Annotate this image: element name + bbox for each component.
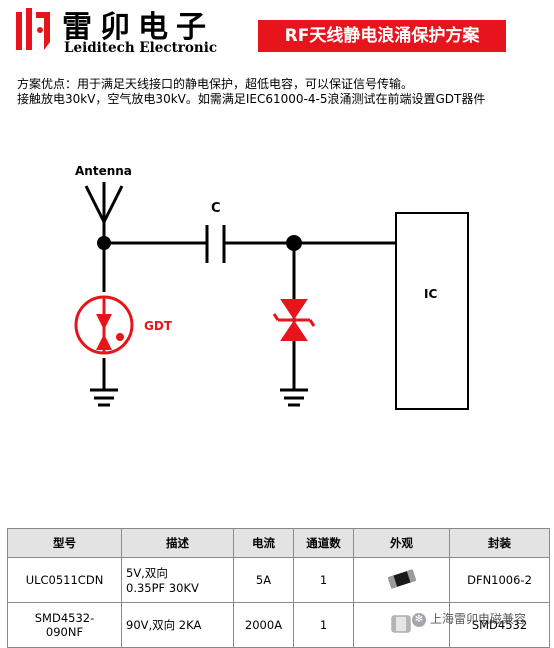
watermark-text: 上海雷卯电磁兼容	[430, 612, 527, 626]
wechat-account-icon: ✻	[412, 612, 426, 627]
watermark: ✻ 上海雷卯电磁兼容	[412, 610, 526, 627]
cell-model-line-2: 090NF	[45, 625, 84, 639]
cell-model: SMD4532- 090NF	[7, 602, 122, 648]
antenna-label: Antenna	[75, 164, 132, 178]
product-table: 型号 描述 电流 通道数 外观 封装 ULC0511CDN 5V,双向 0.35…	[7, 528, 550, 648]
brand-name-en: Leiditech Electronic	[64, 40, 218, 56]
cell-current: 5A	[233, 557, 294, 603]
gdt-label: GDT	[144, 319, 173, 333]
cell-channels: 1	[293, 557, 354, 603]
header-appearance: 外观	[353, 528, 450, 558]
cell-model-line-1: SMD4532-	[34, 611, 95, 625]
cell-description-line-2: 0.35PF 30KV	[126, 581, 199, 595]
cell-current: 2000A	[233, 602, 294, 648]
ground-right-icon	[280, 388, 308, 407]
cell-appearance	[353, 602, 450, 648]
header-channels: 通道数	[293, 528, 354, 558]
ic-label: IC	[424, 287, 437, 301]
cell-description: 90V,双向 2KA	[121, 602, 234, 648]
gdt-arrow-down	[96, 314, 112, 330]
cell-appearance	[353, 557, 450, 603]
description: 方案优点：用于满足天线接口的静电保护，超低电容，可以保证信号传输。 接触放电30…	[17, 77, 485, 107]
header-model: 型号	[7, 528, 122, 558]
brand-name-cn: 雷卯电子	[62, 10, 214, 45]
tvs-diode-symbol	[272, 299, 316, 341]
cell-package: DFN1006-2	[449, 557, 550, 603]
junction-dot-left	[97, 236, 111, 250]
header: 雷卯电子 Leiditech Electronic RF天线静电浪涌保护方案	[0, 0, 554, 62]
ic-box	[395, 212, 469, 410]
header-description: 描述	[121, 528, 234, 558]
ground-left-icon	[90, 388, 118, 407]
gdt-arrow-up	[96, 334, 112, 350]
antenna-right-arm	[102, 185, 124, 223]
capacitor-label: C	[211, 201, 221, 216]
description-line-1: 方案优点：用于满足天线接口的静电保护，超低电容，可以保证信号传输。	[17, 77, 414, 91]
cell-model: ULC0511CDN	[7, 557, 122, 603]
smd-chip-icon	[391, 615, 410, 632]
junction-dot-right	[286, 235, 302, 251]
cell-description: 5V,双向 0.35PF 30KV	[121, 557, 234, 603]
cell-description-line-1: 5V,双向	[126, 566, 168, 580]
antenna-left-arm	[84, 185, 106, 223]
leiditech-logo-icon	[16, 8, 50, 50]
page-title: RF天线静电浪涌保护方案	[258, 20, 506, 52]
dfn-chip-icon	[387, 568, 416, 589]
header-package: 封装	[449, 528, 550, 558]
description-line-2: 接触放电30kV，空气放电30kV。如需满足IEC61000-4-5浪涌测试在前…	[17, 92, 486, 106]
table-row: ULC0511CDN 5V,双向 0.35PF 30KV 5A 1	[7, 557, 550, 603]
gdt-gas-dot	[116, 333, 124, 341]
cell-package: SMD4532	[449, 602, 550, 648]
circuit-diagram: Antenna C GDT IC	[74, 164, 469, 410]
table-header-row: 型号 描述 电流 通道数 外观 封装	[7, 528, 550, 558]
header-current: 电流	[233, 528, 294, 558]
cell-channels: 1	[293, 602, 354, 648]
